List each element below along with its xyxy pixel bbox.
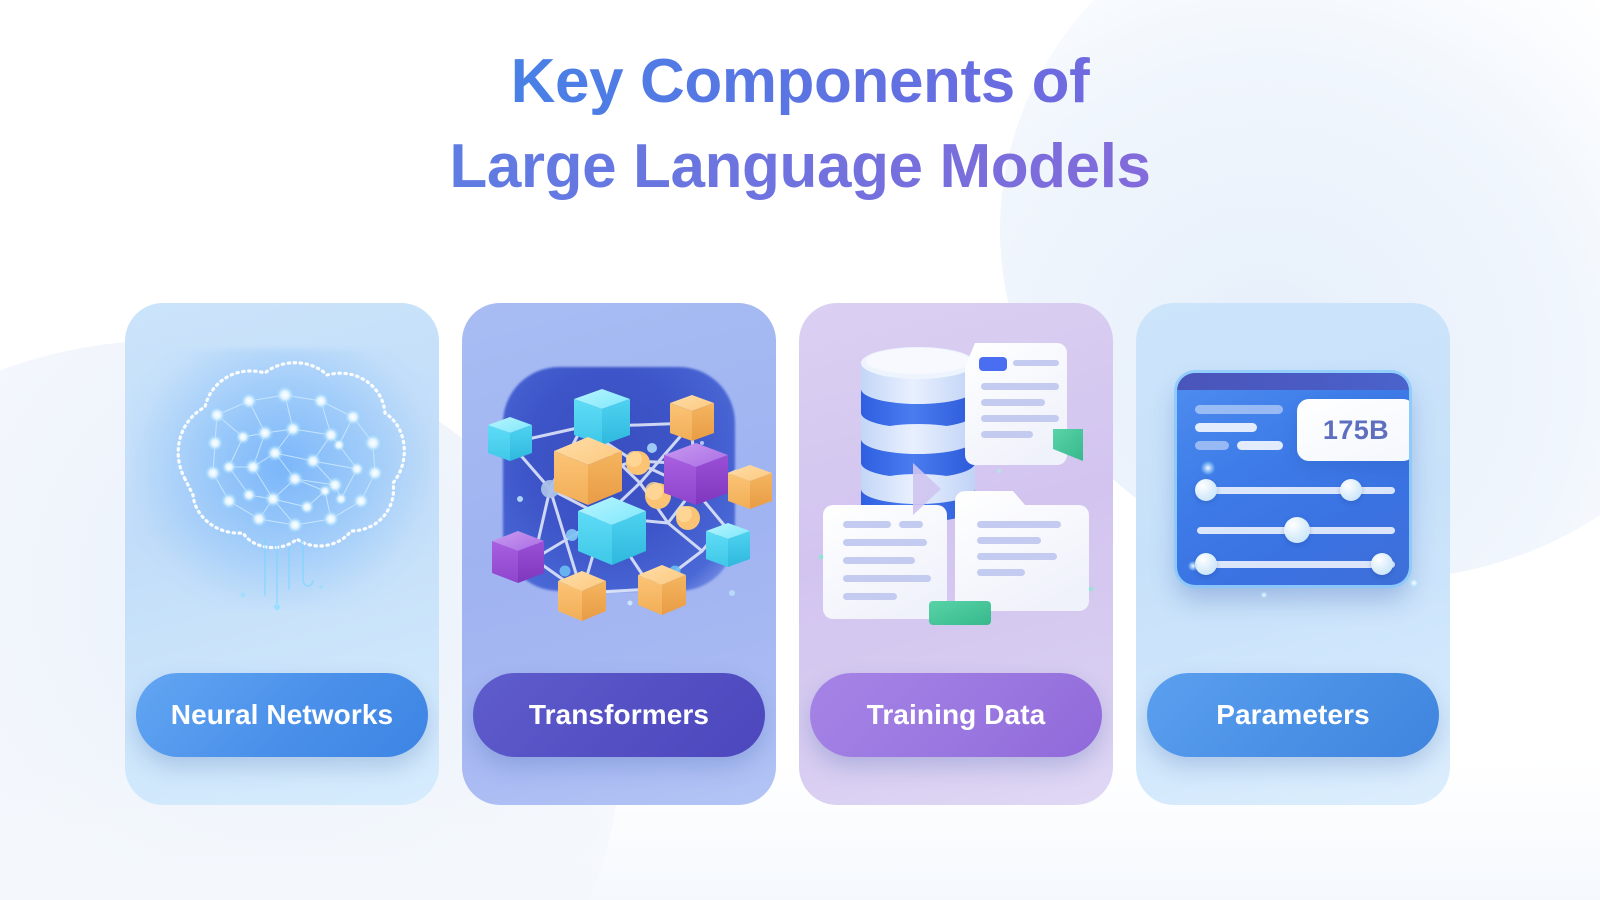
training-data-svg — [818, 343, 1094, 625]
slider-knob-1-left[interactable] — [1195, 479, 1217, 501]
slider-row-2[interactable] — [1197, 517, 1395, 543]
cube-network-icon — [462, 303, 776, 655]
brain-nodes — [204, 385, 384, 534]
brain-network-svg — [176, 361, 406, 610]
card-training-data[interactable]: Training Data — [799, 303, 1113, 805]
cube-cyan-3 — [578, 497, 646, 565]
card-sparkle-right — [1408, 577, 1420, 589]
card-neural-networks[interactable]: Neural Networks — [125, 303, 439, 805]
card-parameters[interactable]: 175B — [1136, 303, 1450, 805]
cube-orange-5 — [638, 565, 686, 615]
parameters-panel: 175B — [1177, 373, 1409, 585]
cube-orange-3 — [728, 465, 772, 509]
slider-track-1[interactable] — [1197, 487, 1395, 494]
cube-cyan-2 — [488, 417, 532, 461]
panel-header-bar — [1177, 373, 1409, 390]
slider-row-1[interactable] — [1195, 479, 1395, 501]
title-line-2: Large Language Models — [0, 125, 1600, 210]
document-bottom-left — [823, 463, 947, 619]
cube-purple-1 — [664, 443, 728, 505]
cube-purple-2 — [492, 531, 544, 583]
card-sparkle-bottom — [1260, 591, 1268, 599]
component-cards-row: Neural Networks — [125, 303, 1450, 805]
slider-knob-3-left[interactable] — [1195, 553, 1217, 575]
page-title: Key Components of Large Language Models — [0, 40, 1600, 210]
cube-cyan-1 — [574, 389, 630, 445]
title-line-1: Key Components of — [0, 40, 1600, 125]
card-transformers[interactable]: Transformers — [462, 303, 776, 805]
slider-knob-1-right[interactable] — [1339, 479, 1362, 501]
panel-text-line-4 — [1237, 441, 1283, 450]
parameter-count-badge: 175B — [1297, 399, 1409, 461]
slider-knob-3-right[interactable] — [1371, 553, 1394, 575]
panel-text-line-2 — [1195, 423, 1257, 432]
slider-row-3[interactable] — [1195, 553, 1395, 575]
panel-text-line-3 — [1195, 441, 1229, 450]
cube-network-svg — [488, 389, 772, 621]
cube-orange-2 — [554, 437, 622, 505]
database-documents-icon — [799, 303, 1113, 655]
green-tag — [929, 601, 991, 625]
slider-track-3[interactable] — [1197, 561, 1395, 568]
cube-orange-4 — [558, 571, 606, 621]
panel-sparkle — [1201, 461, 1215, 475]
card-label-training-data[interactable]: Training Data — [810, 673, 1102, 757]
folder-bottom-right — [955, 491, 1089, 611]
card-label-neural-networks[interactable]: Neural Networks — [136, 673, 428, 757]
cube-orange-1 — [670, 395, 714, 441]
sliders-panel-icon: 175B — [1136, 303, 1450, 655]
slider-knob-2[interactable] — [1284, 517, 1311, 543]
card-label-parameters[interactable]: Parameters — [1147, 673, 1439, 757]
card-label-transformers[interactable]: Transformers — [473, 673, 765, 757]
cube-cyan-4 — [706, 523, 750, 567]
brain-network-icon — [125, 303, 439, 655]
panel-text-line-1 — [1195, 405, 1283, 414]
document-top-right — [965, 343, 1083, 465]
